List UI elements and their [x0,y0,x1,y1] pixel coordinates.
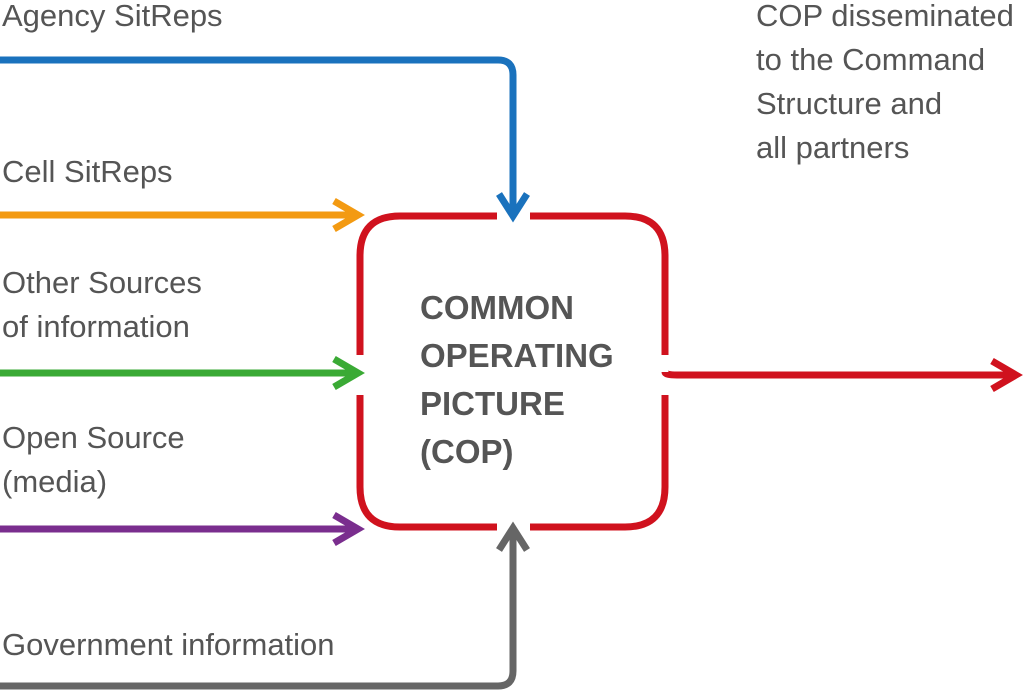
cop-box-bottom-left [356,395,497,531]
output-label-line1: COP disseminated [756,0,1014,33]
agency-arrow [0,56,530,223]
cop-box-top-left [356,212,497,355]
open-label-line2: (media) [2,464,108,499]
cell-arrow [0,197,365,233]
open-label-line1: Open Source [2,420,185,455]
output-label-line2: to the Command [756,42,986,77]
other-label-line2: of information [2,309,190,344]
cop-title-line2: OPERATING [420,337,614,374]
open-arrow [0,511,365,547]
cop-box-bottom-right [530,395,669,531]
cop-box [356,212,669,531]
output-label: COP disseminated to the Command Structur… [756,0,1014,170]
other-label: Other Sources of information [2,261,202,349]
output-arrow [661,357,1023,393]
cop-title-line1: COMMON [420,289,574,326]
cell-label: Cell SitReps [2,154,173,189]
output-label-line3: Structure and [756,86,943,121]
cop-box-top-right [530,212,669,355]
cop-title-line4: (COP) [420,433,514,470]
cop-title-line3: PICTURE [420,385,565,422]
government-arrow [0,521,530,690]
open-label: Open Source (media) [2,416,185,504]
output-label-line4: all partners [756,130,910,165]
agency-label: Agency SitReps [2,0,223,33]
cop-title: COMMON OPERATING PICTURE (COP) [420,284,614,476]
government-label: Government information [2,627,335,662]
other-label-line1: Other Sources [2,265,202,300]
other-arrow [0,355,365,391]
